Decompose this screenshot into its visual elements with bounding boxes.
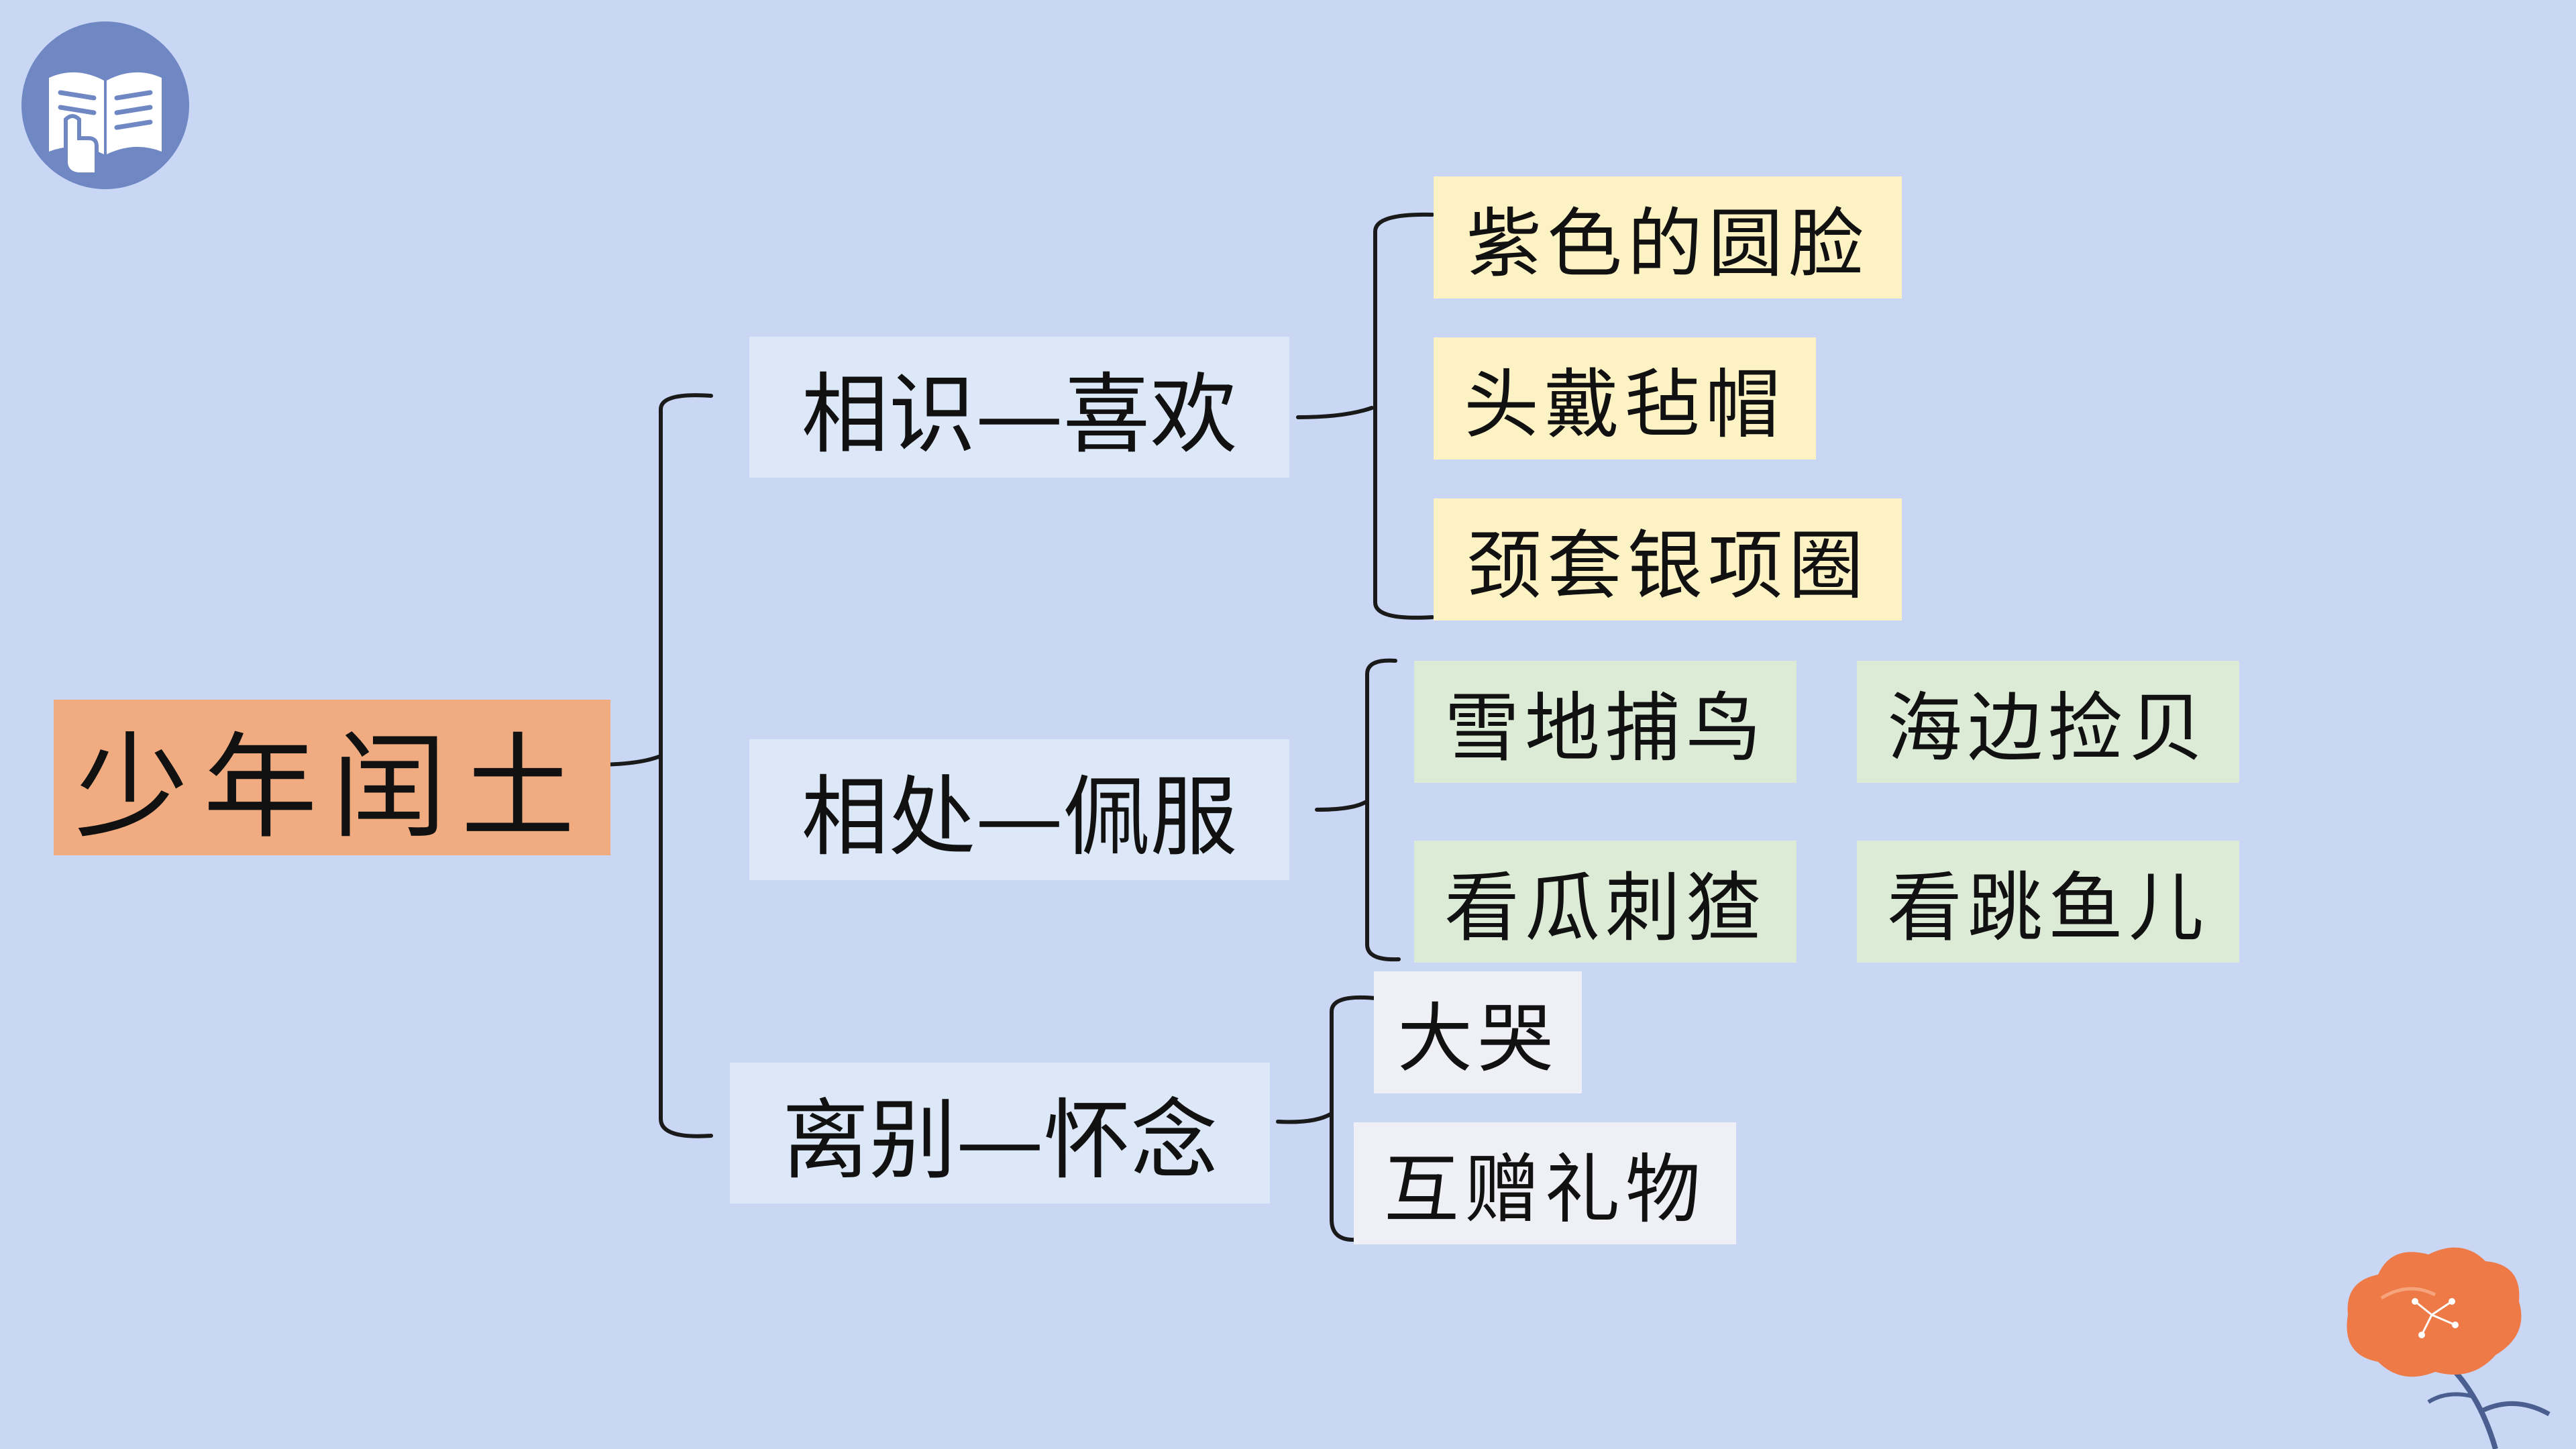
leaf-label: 看瓜刺猹 xyxy=(1444,865,1766,952)
branch-node-1: 相识—喜欢 xyxy=(749,337,1289,478)
leaf-node: 雪地捕鸟 xyxy=(1414,661,1796,783)
leaf-label: 头戴毡帽 xyxy=(1464,362,1786,449)
branch-label: 相识—喜欢 xyxy=(801,364,1238,466)
leaf-label: 颈套银项圈 xyxy=(1466,523,1869,610)
leaf-label: 雪地捕鸟 xyxy=(1444,685,1766,772)
leaf-node: 看跳鱼儿 xyxy=(1857,841,2239,963)
branch-node-3: 离别—怀念 xyxy=(730,1063,1270,1203)
branch-label: 离别—怀念 xyxy=(782,1089,1218,1191)
leaf-node: 颈套银项圈 xyxy=(1434,498,1902,621)
root-node: 少年闰土 xyxy=(54,700,610,855)
leaf-node: 紫色的圆脸 xyxy=(1434,176,1902,299)
leaf-node: 看瓜刺猹 xyxy=(1414,841,1796,963)
leaf-label: 互赠礼物 xyxy=(1384,1146,1706,1234)
branch-node-2: 相处—佩服 xyxy=(749,739,1289,880)
root-label: 少年闰土 xyxy=(74,722,590,855)
leaf-node: 头戴毡帽 xyxy=(1434,337,1816,460)
leaf-label: 大哭 xyxy=(1397,996,1558,1083)
leaf-node: 互赠礼物 xyxy=(1354,1122,1736,1244)
flower-decoration-icon xyxy=(2347,1247,2551,1449)
leaf-label: 紫色的圆脸 xyxy=(1466,201,1869,288)
reading-book-icon xyxy=(21,21,189,189)
leaf-label: 看跳鱼儿 xyxy=(1887,865,2209,952)
branch-label: 相处—佩服 xyxy=(801,766,1238,868)
leaf-label: 海边捡贝 xyxy=(1887,685,2209,772)
leaf-node: 大哭 xyxy=(1374,971,1582,1093)
leaf-node: 海边捡贝 xyxy=(1857,661,2239,783)
